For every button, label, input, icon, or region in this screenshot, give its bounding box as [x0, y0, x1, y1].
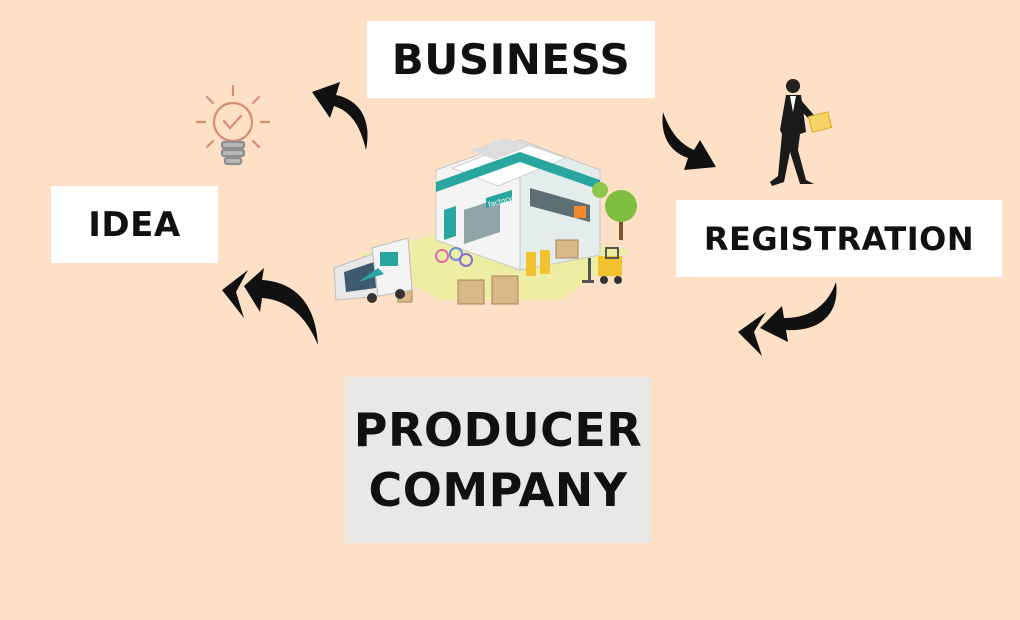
curved-arrow-icon — [312, 82, 368, 150]
idea-label: IDEA — [88, 204, 181, 245]
registration-label: REGISTRATION — [703, 219, 975, 258]
business-box: BUSINESS — [367, 21, 655, 98]
pallet-boxes-icon — [397, 239, 579, 305]
producer-label-line2: COMPANY — [368, 463, 628, 517]
bicycles-icon — [435, 247, 473, 267]
business-label: BUSINESS — [391, 35, 631, 84]
curved-arrow-icon — [738, 282, 837, 356]
producer-company-box: PRODUCER COMPANY — [345, 377, 651, 543]
registration-box: REGISTRATION — [676, 200, 1002, 277]
forklift-icon — [582, 247, 622, 284]
businessman-icon — [770, 79, 833, 186]
idea-box: IDEA — [51, 186, 218, 263]
lightbulb-check-icon — [195, 84, 271, 166]
producer-label-line1: PRODUCER — [353, 403, 643, 457]
factory-icon: factory — [333, 138, 637, 305]
curved-arrow-icon — [222, 268, 318, 345]
curved-arrow-icon — [662, 112, 716, 170]
truck-icon — [333, 237, 413, 303]
